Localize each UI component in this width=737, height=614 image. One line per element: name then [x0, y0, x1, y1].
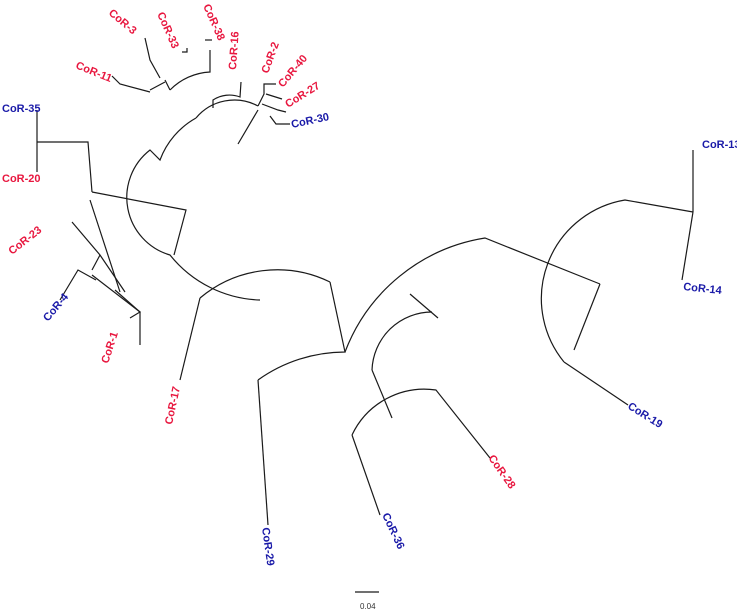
- leaf-label-cor-16: CoR-16: [227, 31, 242, 70]
- leaf-label-cor-17: CoR-17: [163, 385, 183, 425]
- leaf-label-cor-13: CoR-13: [702, 139, 737, 151]
- leaf-label-cor-36: CoR-36: [379, 511, 406, 551]
- leaf-label-cor-14: CoR-14: [683, 281, 723, 297]
- leaf-label-cor-29: CoR-29: [259, 527, 276, 567]
- leaf-label-cor-30: CoR-30: [290, 111, 330, 131]
- leaf-label-cor-11: CoR-11: [74, 60, 114, 85]
- leaf-label-cor-2: CoR-2: [260, 40, 282, 75]
- leaf-label-cor-33: CoR-33: [154, 10, 181, 50]
- leaf-label-cor-20: CoR-20: [2, 173, 41, 185]
- leaf-label-cor-28: CoR-28: [486, 453, 518, 491]
- leaf-labels: CoR-38 CoR-33 CoR-3 CoR-11 CoR-16 CoR-2 …: [2, 2, 737, 566]
- leaf-label-cor-38: CoR-38: [200, 2, 227, 42]
- leaf-label-cor-3: CoR-3: [106, 7, 139, 37]
- leaf-label-cor-1: CoR-1: [99, 330, 120, 365]
- scale-bar-label: 0.04: [360, 602, 376, 611]
- leaf-label-cor-40: CoR-40: [276, 53, 310, 90]
- leaf-label-cor-19: CoR-19: [625, 400, 664, 431]
- leaf-label-cor-4: CoR-4: [41, 291, 72, 324]
- tree-branches: [36, 37, 694, 526]
- leaf-label-cor-23: CoR-23: [6, 224, 44, 257]
- scale-bar: 0.04: [355, 591, 379, 611]
- leaf-label-cor-35: CoR-35: [2, 103, 41, 115]
